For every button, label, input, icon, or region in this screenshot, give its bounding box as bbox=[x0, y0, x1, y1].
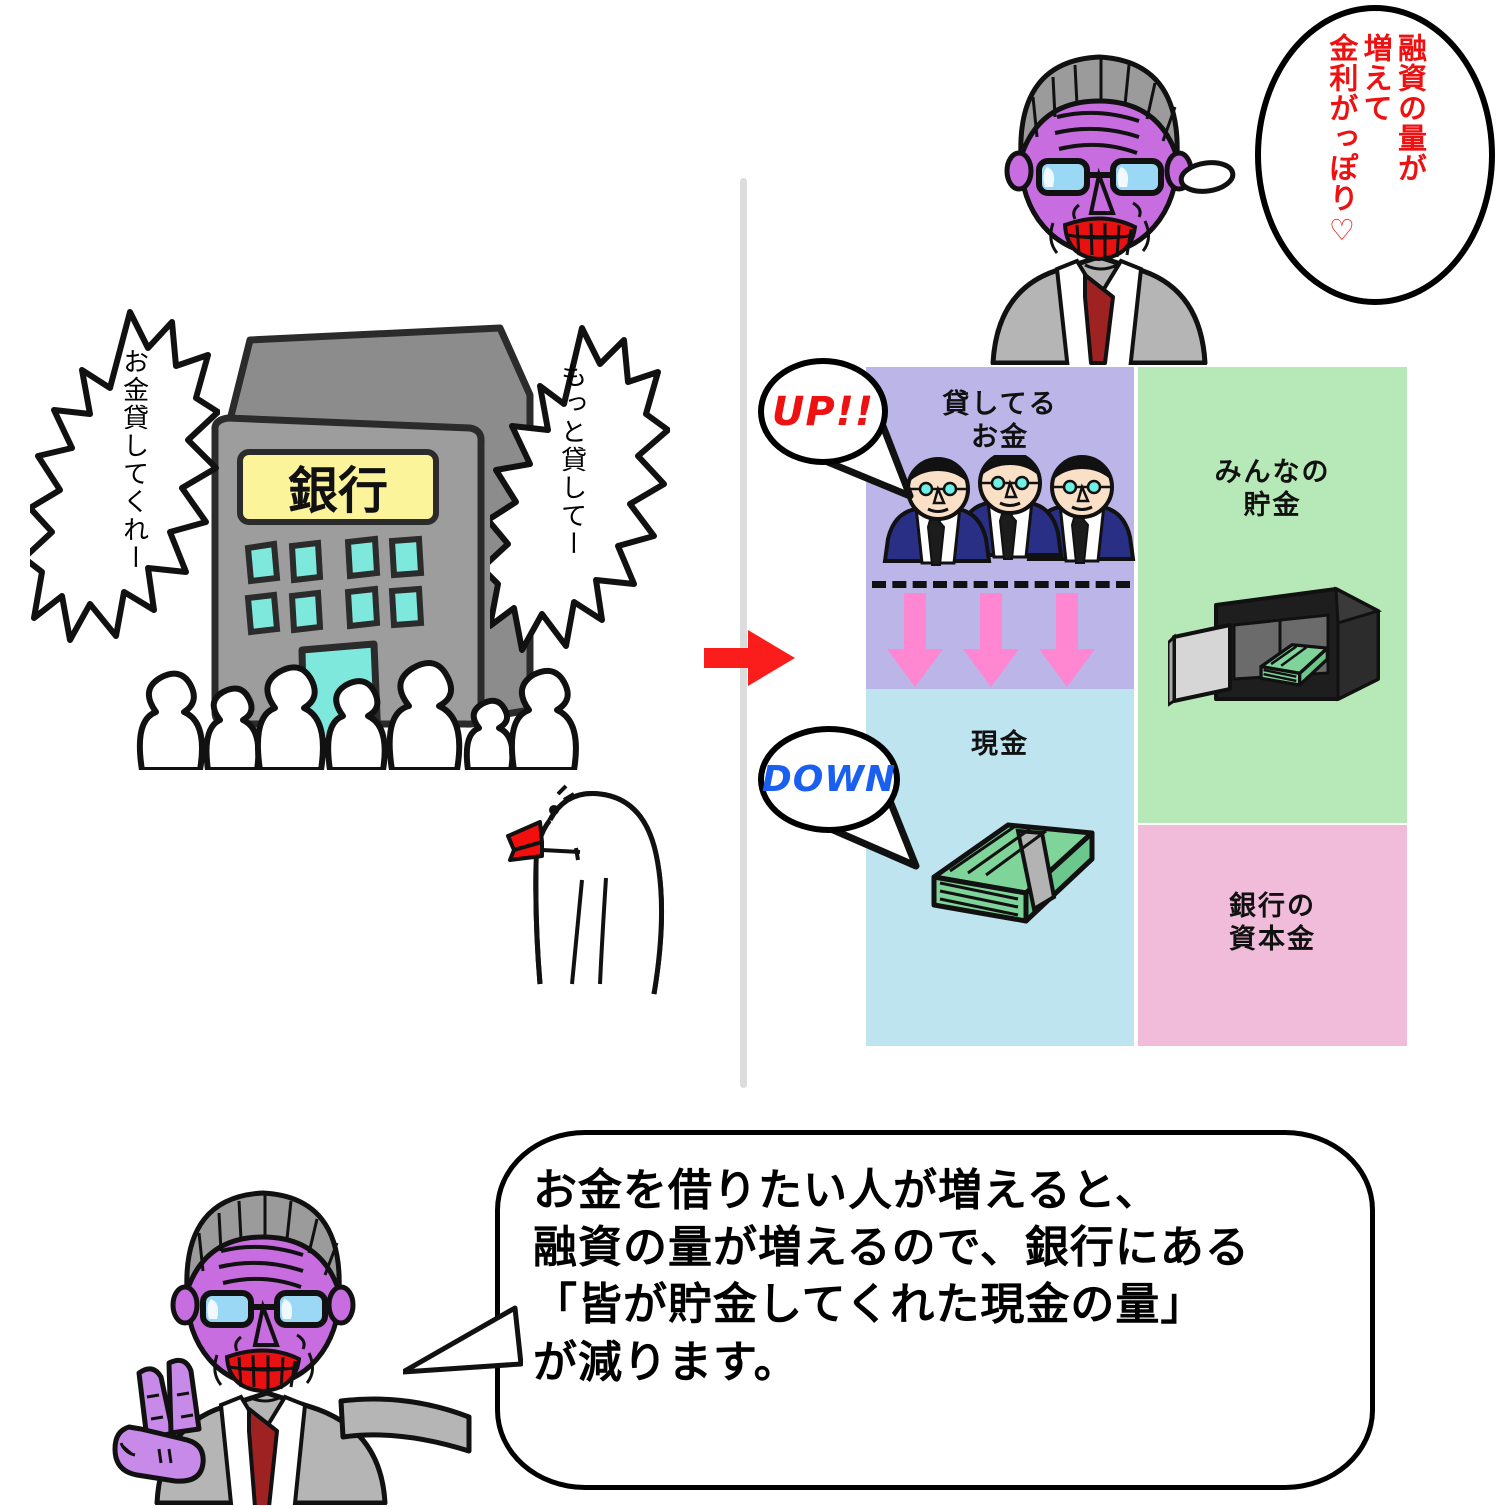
bottom-bubble-text: お金を借りたい人が増えると、 融資の量が増えるので、銀行にある 「皆が貯金してく… bbox=[533, 1162, 1339, 1391]
red-right-arrow bbox=[700, 622, 800, 694]
bottom-speech-bubble: お金を借りたい人が増えると、 融資の量が増えるので、銀行にある 「皆が貯金してく… bbox=[403, 1130, 1375, 1490]
white-bird bbox=[490, 760, 680, 1000]
dashed-separator bbox=[872, 581, 1130, 588]
burst-left-text: お金貸してくれー bbox=[118, 348, 149, 572]
burst-left: お金貸してくれー bbox=[30, 300, 220, 700]
top-speech-bubble: 融資の量が 増えて 金利がっぽり♡ bbox=[1255, 5, 1495, 305]
up-badge-bubble: UP!! bbox=[758, 358, 914, 500]
bottom-bubble-line-1: お金を借りたい人が増えると、 bbox=[533, 1165, 1160, 1216]
bank-building: 銀行 bbox=[170, 300, 590, 750]
block-capital-label: 銀行の 資本金 bbox=[1229, 891, 1316, 955]
down-badge-bubble: DOWN bbox=[758, 726, 920, 870]
top-bubble-col-1: 融資の量が bbox=[1393, 33, 1428, 183]
top-bubble-col-3: 金利がっぽり♡ bbox=[1324, 33, 1359, 248]
pink-down-arrows bbox=[887, 593, 1095, 687]
down-badge-text: DOWN bbox=[761, 759, 897, 800]
bottom-bubble-line-4: が減ります。 bbox=[533, 1336, 799, 1388]
vertical-divider bbox=[740, 178, 747, 1088]
bank-sign-text: 銀行 bbox=[288, 462, 388, 520]
crowd-of-people bbox=[120, 630, 600, 773]
block-cash: 現金 bbox=[866, 689, 1134, 1046]
block-savings: みんなの 貯金 bbox=[1138, 367, 1407, 823]
top-bubble-col-2: 増えて bbox=[1359, 33, 1394, 123]
block-cash-label: 現金 bbox=[971, 729, 1029, 760]
bottom-bubble-line-3: 「皆が貯金してくれた現金の量」 bbox=[533, 1279, 1206, 1331]
block-savings-label: みんなの 貯金 bbox=[1214, 457, 1331, 521]
block-loans: 貸してる お金 bbox=[866, 367, 1136, 689]
banker-character-top bbox=[985, 45, 1285, 381]
burst-right-text: もっと貸してー bbox=[556, 362, 587, 558]
bottom-bubble-line-2: 融資の量が増えるので、銀行にある bbox=[533, 1222, 1250, 1274]
block-capital: 銀行の 資本金 bbox=[1138, 825, 1407, 1046]
burst-right: もっと貸してー bbox=[490, 320, 670, 690]
peace-sign-hand bbox=[112, 1357, 206, 1484]
businessmen-group bbox=[882, 455, 1136, 566]
cash-bundle-icon bbox=[931, 822, 1095, 924]
banker-character-bottom bbox=[105, 1175, 475, 1509]
safe-icon bbox=[1168, 586, 1382, 707]
bank-balance-sheet: 貸してる お金 bbox=[866, 367, 1407, 1046]
block-loans-label: 貸してる お金 bbox=[942, 389, 1058, 453]
up-badge-text: UP!! bbox=[771, 388, 875, 435]
